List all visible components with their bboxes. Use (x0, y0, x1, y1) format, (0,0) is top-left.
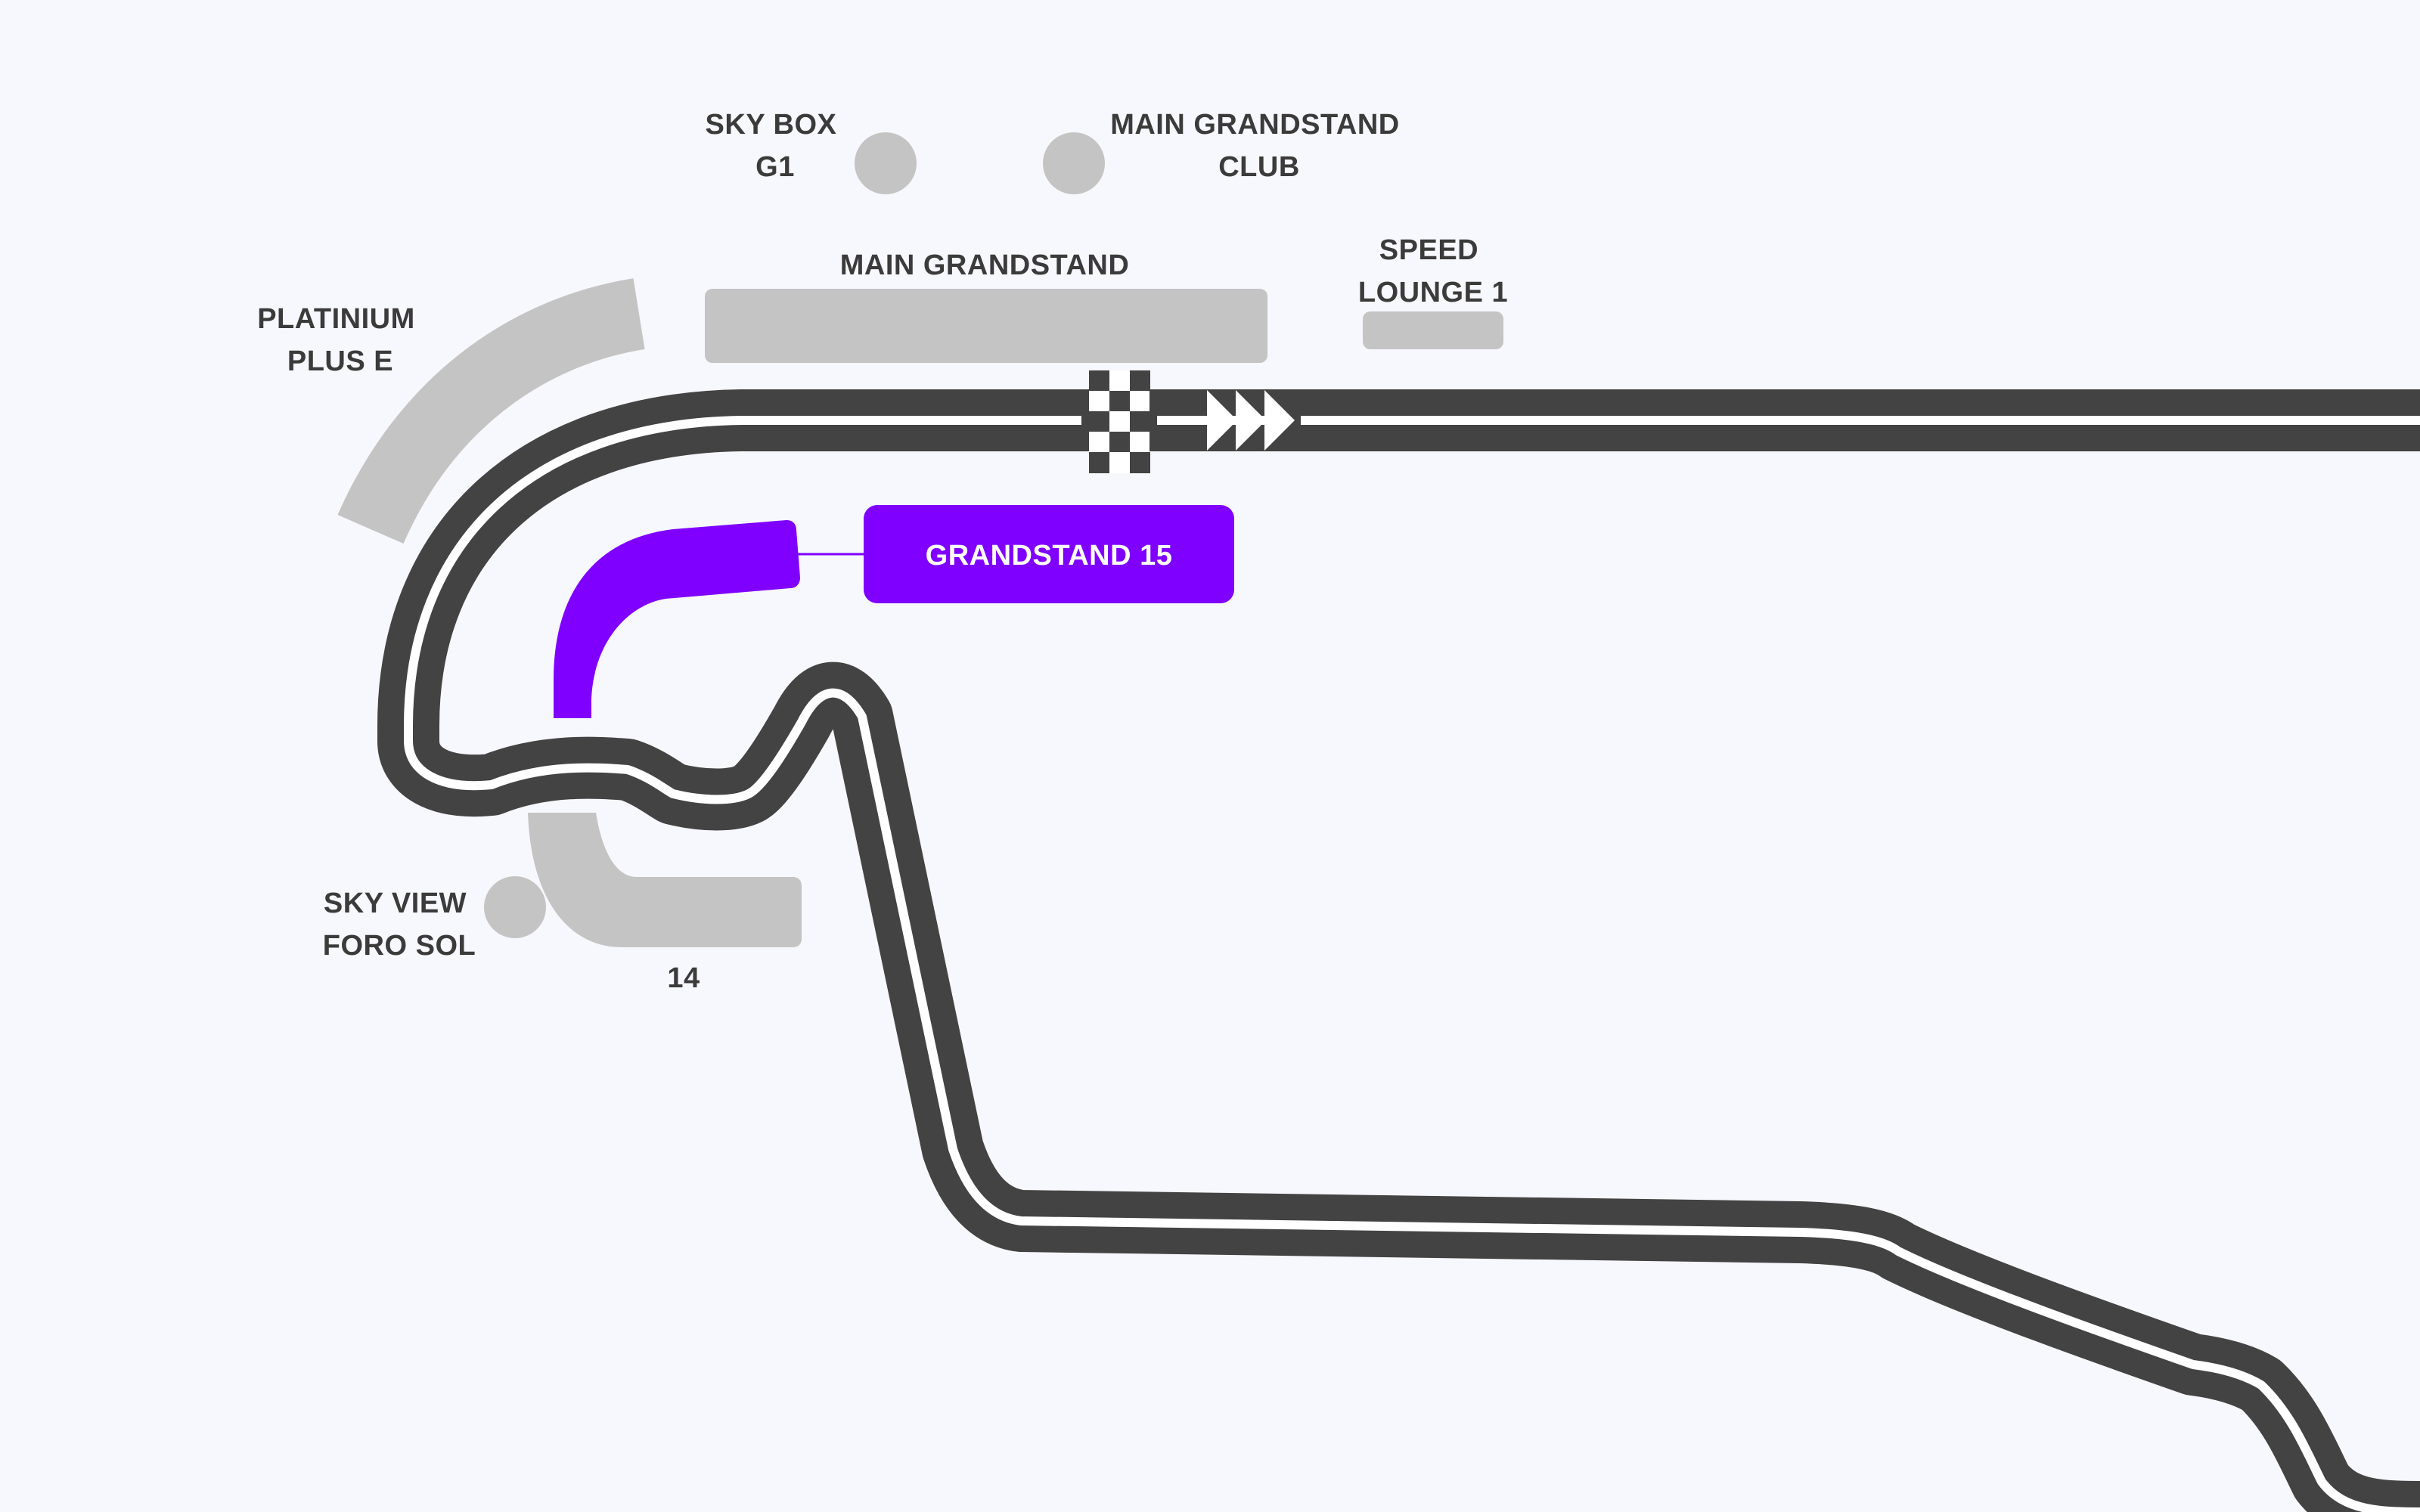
label-sky-box: SKY BOX G1 (706, 109, 845, 183)
label-stand-14: 14 (667, 962, 700, 994)
stand-main-grandstand-club[interactable] (1043, 132, 1105, 194)
stand-grandstand-15[interactable] (554, 505, 1234, 718)
direction-arrows-icon (1207, 390, 1295, 451)
label-speed-lounge: SPEED LOUNGE 1 (1358, 234, 1508, 308)
label-sky-view: SKY VIEW FORO SOL (323, 888, 476, 962)
stand-platinium-plus-e[interactable] (337, 278, 646, 544)
label-grandstand-15: GRANDSTAND 15 (926, 540, 1173, 572)
stand-sky-box-g1[interactable] (855, 132, 917, 194)
grandstand-15-badge[interactable] (864, 505, 1234, 603)
label-main-grandstand-club: MAIN GRANDSTAND CLUB (1110, 109, 1408, 183)
stand-speed-lounge-1[interactable] (1363, 311, 1503, 349)
label-main-grandstand: MAIN GRANDSTAND (840, 249, 1130, 281)
stand-14[interactable] (528, 813, 802, 947)
checkered-flag-icon (1089, 370, 1150, 473)
stand-main-grandstand[interactable] (705, 289, 1267, 363)
stand-sky-view-foro-sol[interactable] (484, 876, 546, 938)
label-platinium-plus: PLATINIUM PLUS E (257, 303, 424, 377)
